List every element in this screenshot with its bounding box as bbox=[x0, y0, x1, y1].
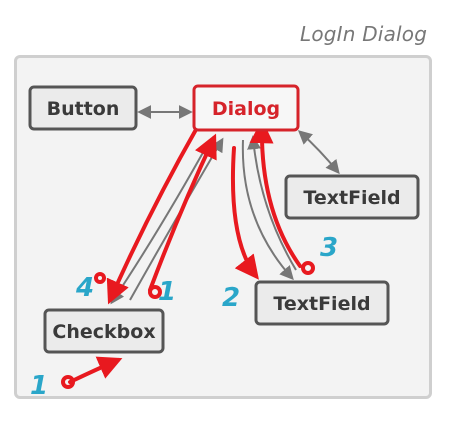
red-circle-checkbox-send bbox=[148, 285, 162, 299]
node-checkbox-box bbox=[43, 308, 165, 354]
node-dialog-label: Dialog bbox=[212, 98, 280, 120]
node-dialog: Dialog bbox=[192, 84, 300, 132]
connector-dialog-textfield-bottom-a bbox=[241, 139, 294, 281]
red-arrow-checkbox-to-dialog bbox=[148, 133, 217, 292]
connector-dialog-textfield-top bbox=[297, 130, 340, 175]
node-textfield-top-box bbox=[284, 174, 420, 220]
node-textfield-bottom-box bbox=[254, 280, 390, 326]
node-button: Button bbox=[28, 85, 138, 131]
node-button-label: Button bbox=[47, 98, 120, 120]
step-marker-send: 1 bbox=[158, 277, 176, 307]
step-marker-textfield-to-dialog: 3 bbox=[320, 233, 338, 263]
step-markers: 1 1 2 3 4 bbox=[30, 233, 338, 401]
red-arrow-textfield-to-dialog bbox=[249, 119, 302, 268]
red-arrow-dialog-to-textfield bbox=[230, 146, 259, 280]
diagram-caption: LogIn Dialog bbox=[300, 22, 428, 46]
red-circle-start bbox=[61, 375, 75, 389]
node-checkbox-label: Checkbox bbox=[52, 321, 155, 343]
red-circle-checkbox-top bbox=[94, 272, 106, 284]
node-textfield-top-label: TextField bbox=[303, 187, 400, 209]
red-arrow-dialog-to-checkbox bbox=[106, 124, 200, 305]
node-checkbox: Checkbox bbox=[43, 308, 165, 354]
node-button-box bbox=[28, 85, 138, 131]
step-marker-dialog-to-checkbox: 4 bbox=[75, 273, 94, 303]
red-arrow-start-to-checkbox bbox=[68, 356, 123, 384]
node-textfield-bottom: TextField bbox=[254, 280, 390, 326]
connector-dialog-textfield-bottom-b bbox=[247, 135, 297, 271]
node-textfield-top: TextField bbox=[284, 174, 420, 220]
node-dialog-box bbox=[192, 84, 300, 132]
step-marker-dialog-to-textfield: 2 bbox=[222, 283, 240, 313]
node-textfield-bottom-label: TextField bbox=[273, 293, 370, 315]
red-circle-textfield-right bbox=[301, 261, 315, 275]
step-marker-start: 1 bbox=[30, 371, 48, 401]
